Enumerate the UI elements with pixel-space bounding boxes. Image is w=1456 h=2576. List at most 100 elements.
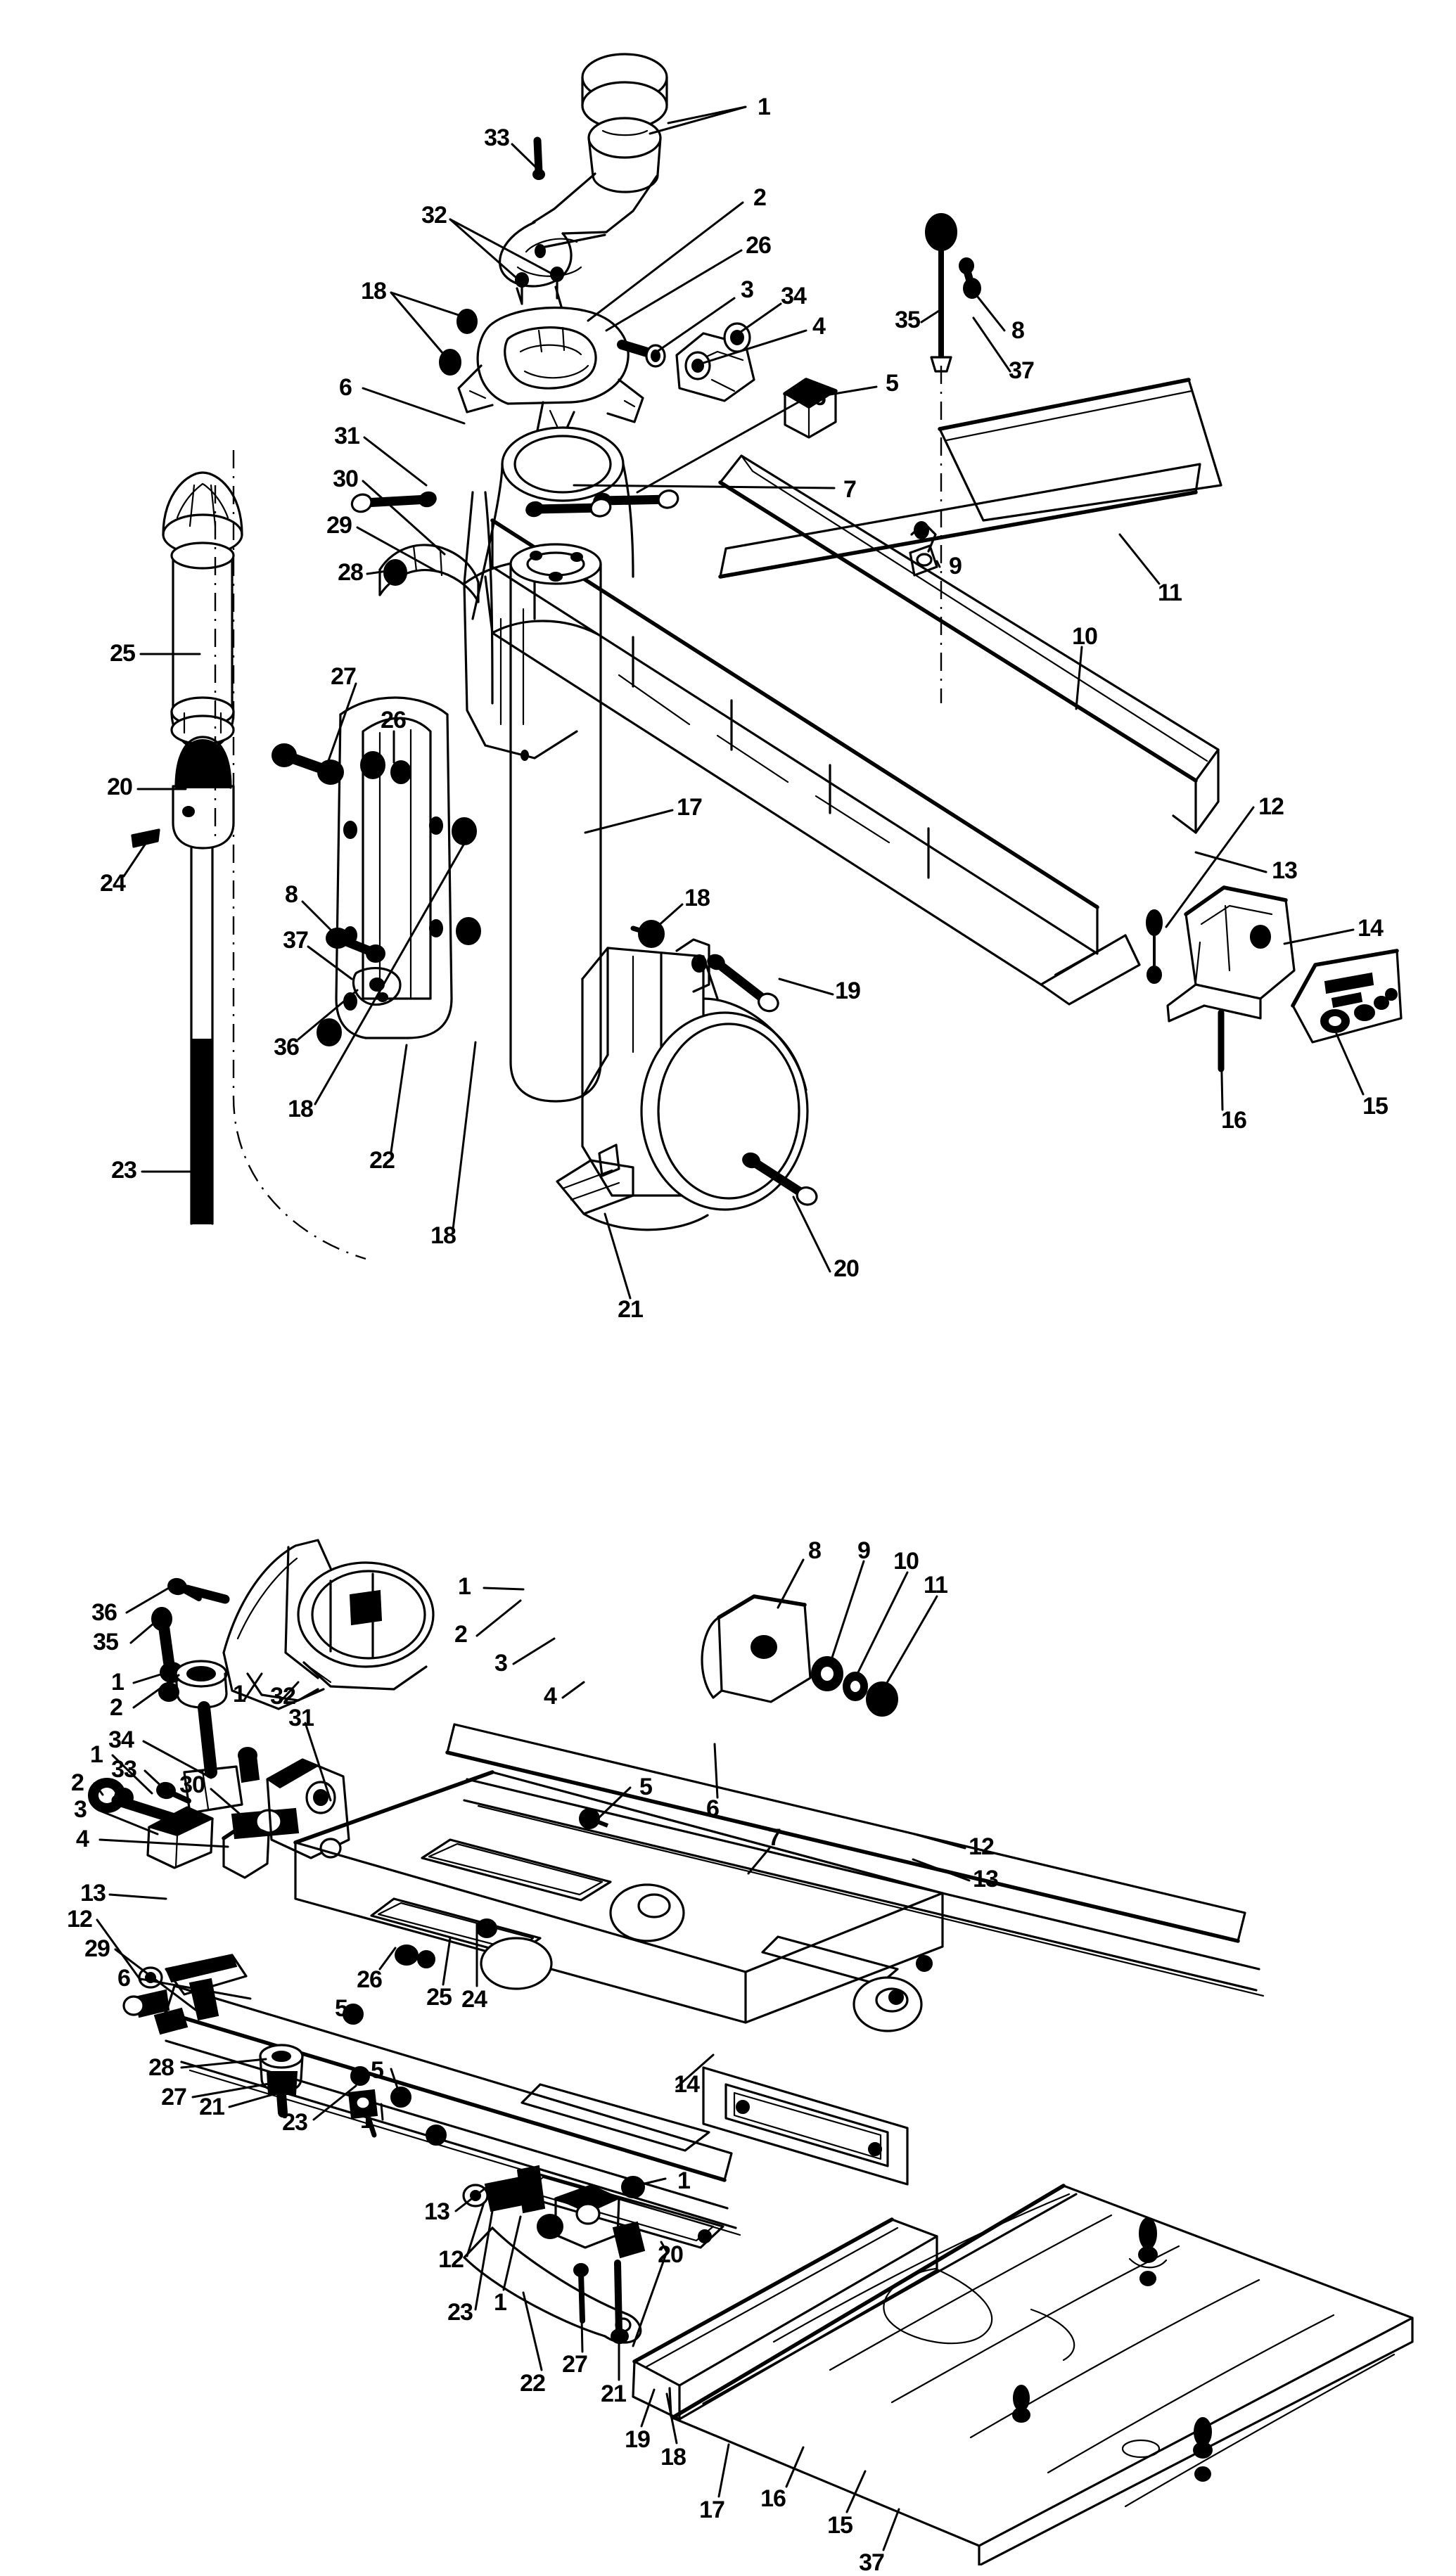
part-21-housing xyxy=(556,938,809,1231)
part-10-rail xyxy=(718,454,1220,834)
part-callout-33: 33 xyxy=(111,1756,137,1783)
part-callout-10: 10 xyxy=(893,1548,919,1575)
part-callout-12: 12 xyxy=(969,1833,995,1860)
part-callout-28: 28 xyxy=(338,559,364,586)
part-callout-1: 1 xyxy=(111,1669,124,1696)
part-callout-32: 32 xyxy=(421,202,447,229)
part-33-bolt xyxy=(532,136,545,180)
part-callout-2: 2 xyxy=(753,184,767,211)
part-callout-13: 13 xyxy=(973,1866,999,1892)
part-callout-7: 7 xyxy=(843,476,857,503)
part-callout-5: 5 xyxy=(335,1995,348,2022)
part-callout-9: 9 xyxy=(857,1537,871,1564)
part-callout-27: 27 xyxy=(331,663,357,690)
part-callout-12: 12 xyxy=(67,1906,93,1933)
part-5-block xyxy=(783,378,838,439)
part-callout-19: 19 xyxy=(625,2426,651,2453)
part-callout-1: 1 xyxy=(494,2289,507,2316)
part-callout-18: 18 xyxy=(684,885,710,911)
part-callout-8: 8 xyxy=(285,881,298,908)
lower-31-bracket xyxy=(266,1758,350,1859)
part-27-bolt xyxy=(272,743,344,785)
part-1-knob xyxy=(581,53,668,193)
part-callout-5: 5 xyxy=(886,370,899,397)
part-callout-1: 1 xyxy=(360,2107,373,2134)
part-callout-19: 19 xyxy=(835,978,861,1004)
lower-swing-bracket xyxy=(222,1539,435,1710)
part-callout-23: 23 xyxy=(111,1157,137,1184)
part-callout-28: 28 xyxy=(148,2054,174,2081)
part-callout-1: 1 xyxy=(90,1741,103,1768)
part-callout-4: 4 xyxy=(812,313,826,340)
lower-frame-crossmember xyxy=(293,1770,944,2146)
part-callout-37: 37 xyxy=(283,927,309,954)
part-callout-13: 13 xyxy=(80,1880,106,1907)
part-callout-15: 15 xyxy=(1362,1093,1388,1120)
part-callout-7: 7 xyxy=(768,1824,781,1851)
part-callout-31: 31 xyxy=(288,1705,314,1731)
part-7-bar xyxy=(718,463,1201,579)
part-callout-1: 1 xyxy=(677,2167,691,2194)
part-callout-34: 34 xyxy=(108,1726,134,1753)
part-callout-14: 14 xyxy=(1358,915,1384,942)
part-callout-27: 27 xyxy=(161,2084,187,2110)
part-18-fasteners-upper xyxy=(439,309,478,376)
lower-14-side-panel xyxy=(702,2066,909,2186)
part-callout-1: 1 xyxy=(458,1573,471,1600)
part-callout-25: 25 xyxy=(426,1984,452,2011)
part-callout-36: 36 xyxy=(274,1034,300,1060)
part-callout-27: 27 xyxy=(562,2351,588,2378)
part-callout-3: 3 xyxy=(494,1650,508,1677)
part-callout-31: 31 xyxy=(334,423,360,449)
part-callout-9: 9 xyxy=(949,553,962,579)
part-callout-21: 21 xyxy=(601,2380,627,2407)
part-callout-8: 8 xyxy=(808,1537,822,1564)
part-28-nut xyxy=(383,559,407,586)
part-callout-6: 6 xyxy=(813,384,826,411)
upper-panel-geometry xyxy=(122,53,1403,1300)
lower-23-1-fastener xyxy=(347,2066,378,2138)
part-callout-11: 11 xyxy=(1158,579,1182,606)
lower-leader-lines xyxy=(93,1558,971,2551)
part-callout-1: 1 xyxy=(758,94,771,120)
part-callout-25: 25 xyxy=(110,640,136,667)
part-callout-24: 24 xyxy=(461,1986,487,2013)
part-callout-29: 29 xyxy=(326,512,352,539)
part-callout-18: 18 xyxy=(361,278,387,305)
part-callout-2: 2 xyxy=(454,1621,468,1648)
part-callout-18: 18 xyxy=(430,1222,456,1249)
part-callout-37: 37 xyxy=(859,2549,885,2576)
part-35-rod xyxy=(925,213,957,373)
part-callout-26: 26 xyxy=(746,232,772,259)
part-8-nut-upper xyxy=(959,257,981,299)
part-20-fitting xyxy=(172,736,235,850)
part-callout-6: 6 xyxy=(706,1795,720,1822)
part-callout-3: 3 xyxy=(741,276,754,303)
part-callout-16: 16 xyxy=(1221,1107,1247,1134)
part-callout-15: 15 xyxy=(827,2512,853,2539)
upper-leader-lines xyxy=(122,105,1365,1300)
part-callout-17: 17 xyxy=(677,794,703,821)
part-callout-16: 16 xyxy=(760,2485,786,2512)
part-callout-8: 8 xyxy=(1011,317,1025,344)
lower-8-plate xyxy=(701,1594,812,1703)
part-callout-23: 23 xyxy=(282,2109,308,2136)
part-callout-18: 18 xyxy=(660,2444,687,2471)
part-11-plate xyxy=(938,378,1222,522)
lower-frame-rails xyxy=(164,1985,741,2249)
part-callout-6: 6 xyxy=(339,374,352,401)
part-callout-22: 22 xyxy=(520,2370,546,2397)
part-callout-2: 2 xyxy=(71,1769,84,1796)
part-3-pin xyxy=(617,340,666,368)
lower-36-35-bolts xyxy=(151,1577,230,1702)
part-callout-3: 3 xyxy=(74,1796,87,1823)
part-callout-35: 35 xyxy=(895,307,921,333)
part-callout-5: 5 xyxy=(639,1774,653,1800)
part-callout-24: 24 xyxy=(100,870,126,897)
part-25-grip-assembly xyxy=(162,471,243,751)
lower-wood-deck xyxy=(670,2184,1414,2565)
part-callout-26: 26 xyxy=(357,1966,383,1993)
part-callout-20: 20 xyxy=(834,1255,860,1282)
part-callout-13: 13 xyxy=(1272,857,1298,884)
